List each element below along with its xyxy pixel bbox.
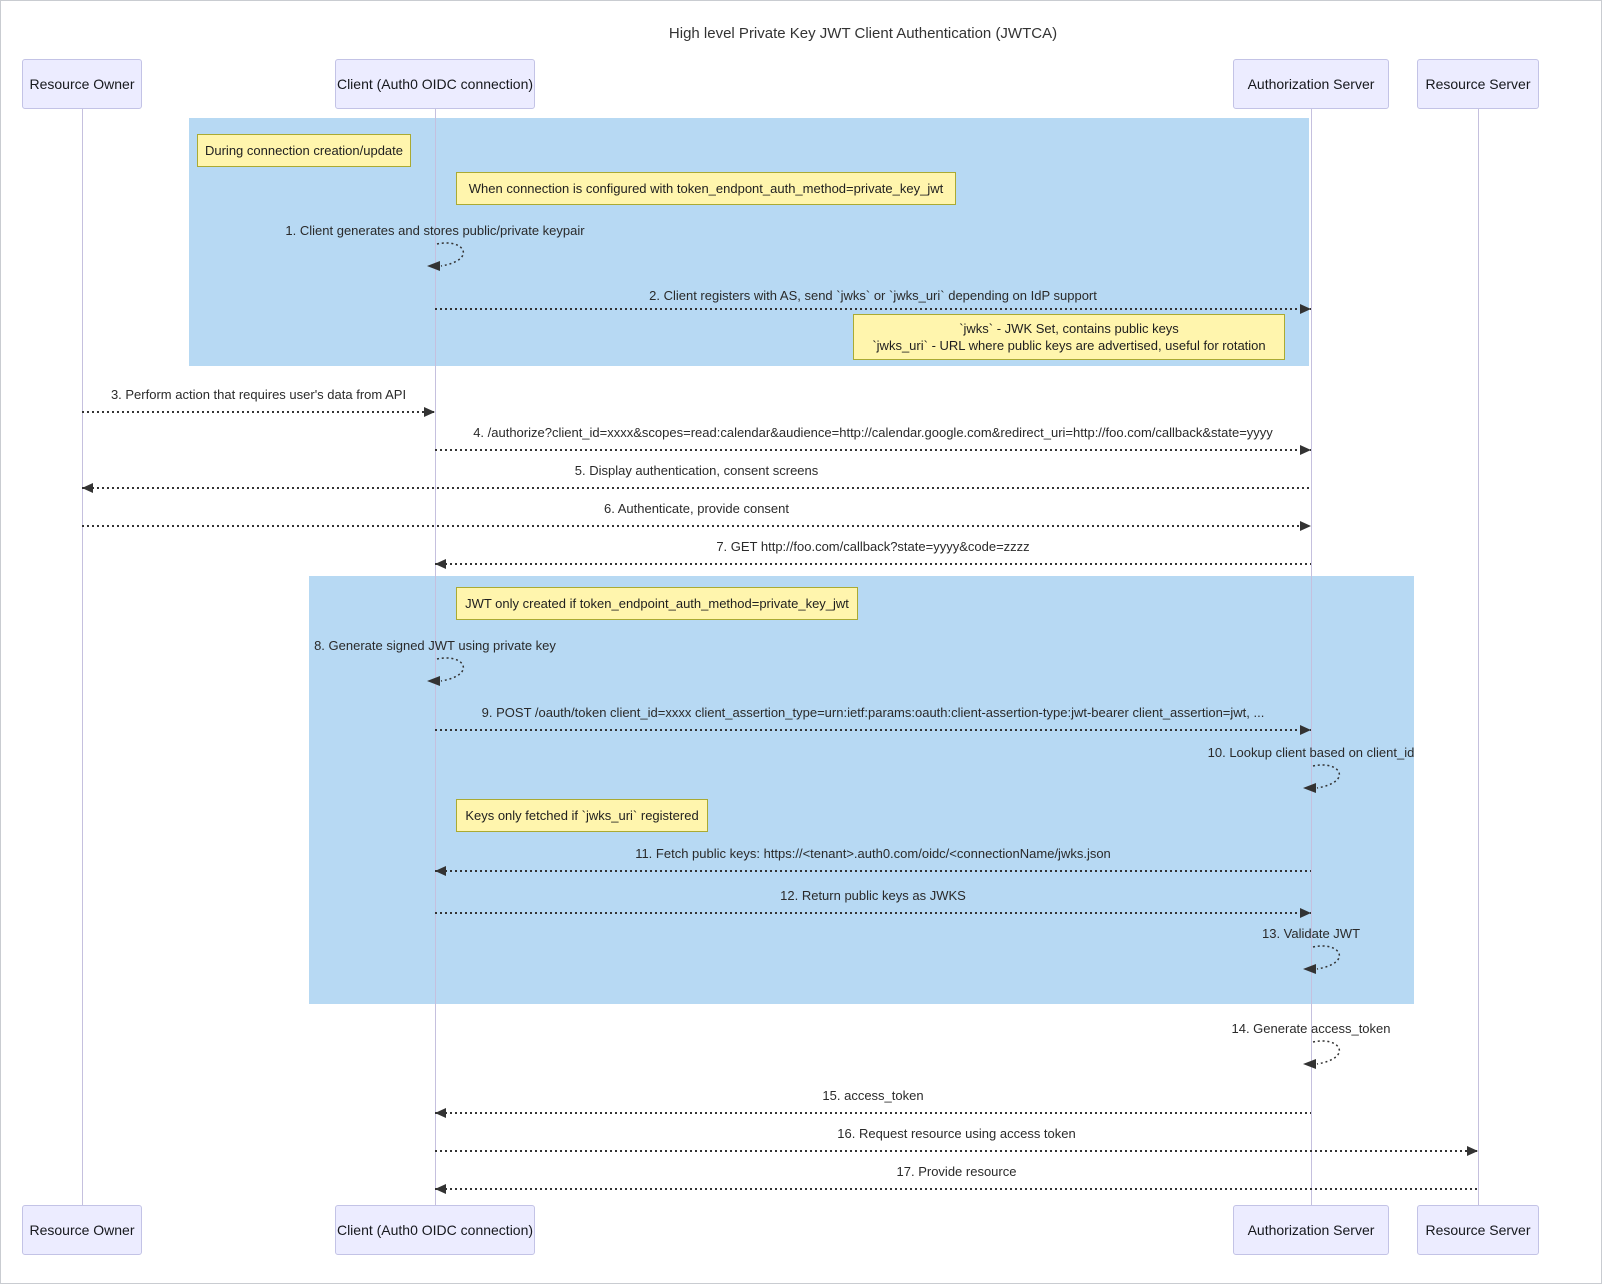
message-2-line [435,308,1311,310]
message-15-line [435,1112,1311,1114]
actor-label: Resource Owner [29,76,135,92]
actor-top-client: Client (Auth0 OIDC connection) [335,59,535,109]
lifeline-authorization-server [1311,108,1312,1205]
message-1-self-loop [423,236,477,274]
lifeline-client [435,108,436,1205]
actor-bottom-client: Client (Auth0 OIDC connection) [335,1205,535,1255]
message-3-line [82,411,435,413]
message-2-arrowhead [1300,304,1311,314]
message-8-self-loop [423,651,477,689]
message-14-self-loop [1299,1034,1353,1072]
lifeline-resource-owner [82,108,83,1205]
note-jwt-only-created: JWT only created if token_endpoint_auth_… [456,587,858,620]
message-11-arrowhead [435,866,446,876]
lifeline-resource-server [1478,108,1479,1205]
message-7-line [435,563,1311,565]
message-6-line [82,525,1311,527]
message-12-label: 12. Return public keys as JWKS [780,888,966,903]
message-5-label: 5. Display authentication, consent scree… [574,463,819,478]
actor-label: Client (Auth0 OIDC connection) [336,1222,534,1238]
actor-top-resource-server: Resource Server [1417,59,1539,109]
region-label: During connection creation/update [197,134,411,167]
message-13-label: 13. Validate JWT [1261,926,1361,941]
actor-label: Resource Owner [29,1222,135,1238]
message-17-label: 17. Provide resource [896,1164,1017,1179]
message-17-line [435,1188,1478,1190]
message-5-arrowhead [82,483,93,493]
note-jwks-explanation: `jwks` - JWK Set, contains public keys `j… [853,314,1285,360]
actor-top-authorization-server: Authorization Server [1233,59,1389,109]
message-6-arrowhead [1300,521,1311,531]
message-2-label: 2. Client registers with AS, send `jwks`… [649,288,1097,303]
message-9-line [435,729,1311,731]
note-keys-only-fetched: Keys only fetched if `jwks_uri` register… [456,799,708,832]
message-1-label: 1. Client generates and stores public/pr… [285,223,585,238]
note-line: Keys only fetched if `jwks_uri` register… [465,808,699,823]
actor-label: Authorization Server [1247,1222,1375,1238]
note-line: `jwks` - JWK Set, contains public keys [959,321,1179,336]
message-15-arrowhead [435,1108,446,1118]
message-16-arrowhead [1467,1146,1478,1156]
message-10-self-loop [1299,758,1353,796]
actor-top-resource-owner: Resource Owner [22,59,142,109]
message-16-line [435,1150,1478,1152]
message-11-label: 11. Fetch public keys: https://<tenant>.… [635,846,1111,861]
actor-label: Client (Auth0 OIDC connection) [336,76,534,92]
actor-bottom-resource-owner: Resource Owner [22,1205,142,1255]
message-4-arrowhead [1300,445,1311,455]
actor-label: Resource Server [1425,76,1531,92]
message-4-line [435,449,1311,451]
message-3-label: 3. Perform action that requires user's d… [110,387,407,402]
note-token-endpoint-config: When connection is configured with token… [456,172,956,205]
message-15-label: 15. access_token [822,1088,924,1103]
message-16-label: 16. Request resource using access token [837,1126,1076,1141]
message-6-label: 6. Authenticate, provide consent [603,501,789,516]
message-7-arrowhead [435,559,446,569]
message-13-self-loop [1299,939,1353,977]
note-line: When connection is configured with token… [468,181,944,196]
message-7-label: 7. GET http://foo.com/callback?state=yyy… [716,539,1030,554]
message-17-arrowhead [435,1184,446,1194]
message-9-arrowhead [1300,725,1311,735]
actor-label: Resource Server [1425,1222,1531,1238]
message-14-label: 14. Generate access_token [1231,1021,1391,1036]
message-9-label: 9. POST /oauth/token client_id=xxxx clie… [481,705,1265,720]
message-8-label: 8. Generate signed JWT using private key [314,638,556,653]
note-line: `jwks_uri` - URL where public keys are a… [872,338,1266,353]
message-4-label: 4. /authorize?client_id=xxxx&scopes=read… [473,425,1273,440]
actor-label: Authorization Server [1247,76,1375,92]
actor-bottom-authorization-server: Authorization Server [1233,1205,1389,1255]
message-12-line [435,912,1311,914]
region-label-text: During connection creation/update [204,143,404,158]
message-12-arrowhead [1300,908,1311,918]
message-5-line [82,487,1311,489]
actor-bottom-resource-server: Resource Server [1417,1205,1539,1255]
diagram-title: High level Private Key JWT Client Authen… [668,25,1058,42]
note-line: JWT only created if token_endpoint_auth_… [465,596,849,611]
message-11-line [435,870,1311,872]
message-10-label: 10. Lookup client based on client_id [1207,745,1415,760]
token-exchange-region [309,576,1414,1004]
message-3-arrowhead [424,407,435,417]
